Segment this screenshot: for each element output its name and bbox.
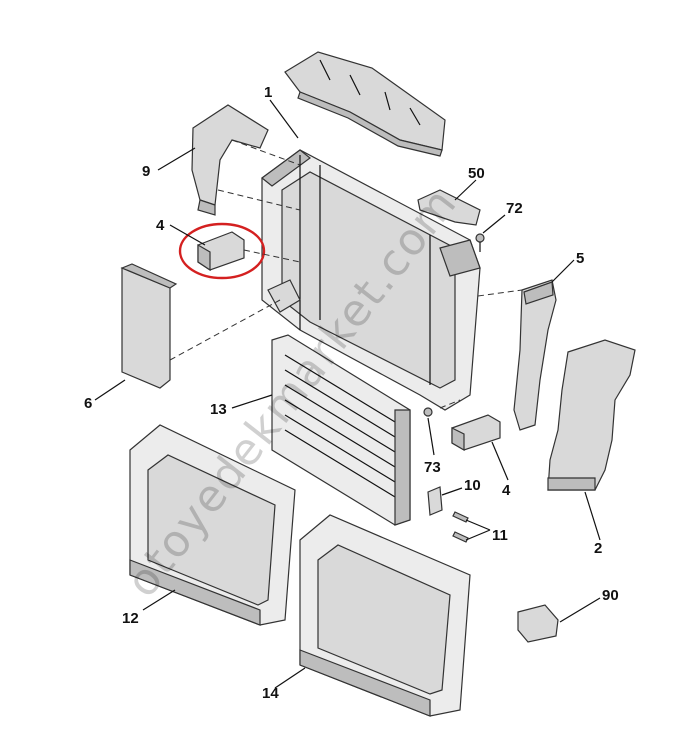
callout-73: 73: [424, 459, 441, 476]
callout-12: 12: [122, 610, 139, 627]
callout-14: 14: [262, 685, 279, 702]
callout-11: 11: [492, 527, 508, 544]
absorber-right-part: [451, 414, 501, 452]
connector-90-part: [517, 604, 559, 643]
screw-73-part: [423, 407, 433, 417]
sensor-10-part: [427, 486, 443, 516]
upper-cover-part: [284, 51, 446, 157]
frame-14-part: [299, 514, 471, 717]
bracket-50-part: [417, 189, 481, 226]
callout-9: 9: [142, 163, 150, 180]
callout-13: 13: [210, 401, 227, 418]
left-air-guide-part: [191, 104, 269, 216]
right-air-guide-2-part: [547, 339, 636, 491]
callout-labels: 1 9 50 72 4 5 6 13 73 4 10 2 11 12 90 14: [84, 84, 619, 702]
clip-72-part: [475, 233, 485, 252]
callout-4-left: 4: [156, 217, 165, 234]
absorber-left-part: [178, 222, 266, 280]
highlight-circle: [178, 222, 266, 280]
callout-10: 10: [464, 477, 481, 494]
callout-6: 6: [84, 395, 92, 412]
callout-2: 2: [594, 540, 602, 557]
callout-90: 90: [602, 587, 619, 604]
right-bracket-5-part: [513, 279, 557, 431]
front-carrier-part: [261, 149, 481, 411]
callout-5: 5: [576, 250, 584, 267]
callout-1: 1: [264, 84, 272, 101]
callout-4-right: 4: [502, 482, 511, 499]
assembly-lines: [169, 139, 523, 409]
pins-11-part: [452, 511, 469, 543]
leader-lines: [94, 99, 601, 689]
callout-50: 50: [468, 165, 485, 182]
left-panel-6-part: [120, 263, 178, 389]
radiator-13-part: [271, 334, 411, 526]
callout-72: 72: [506, 200, 523, 217]
frame-12-part: [129, 424, 296, 626]
